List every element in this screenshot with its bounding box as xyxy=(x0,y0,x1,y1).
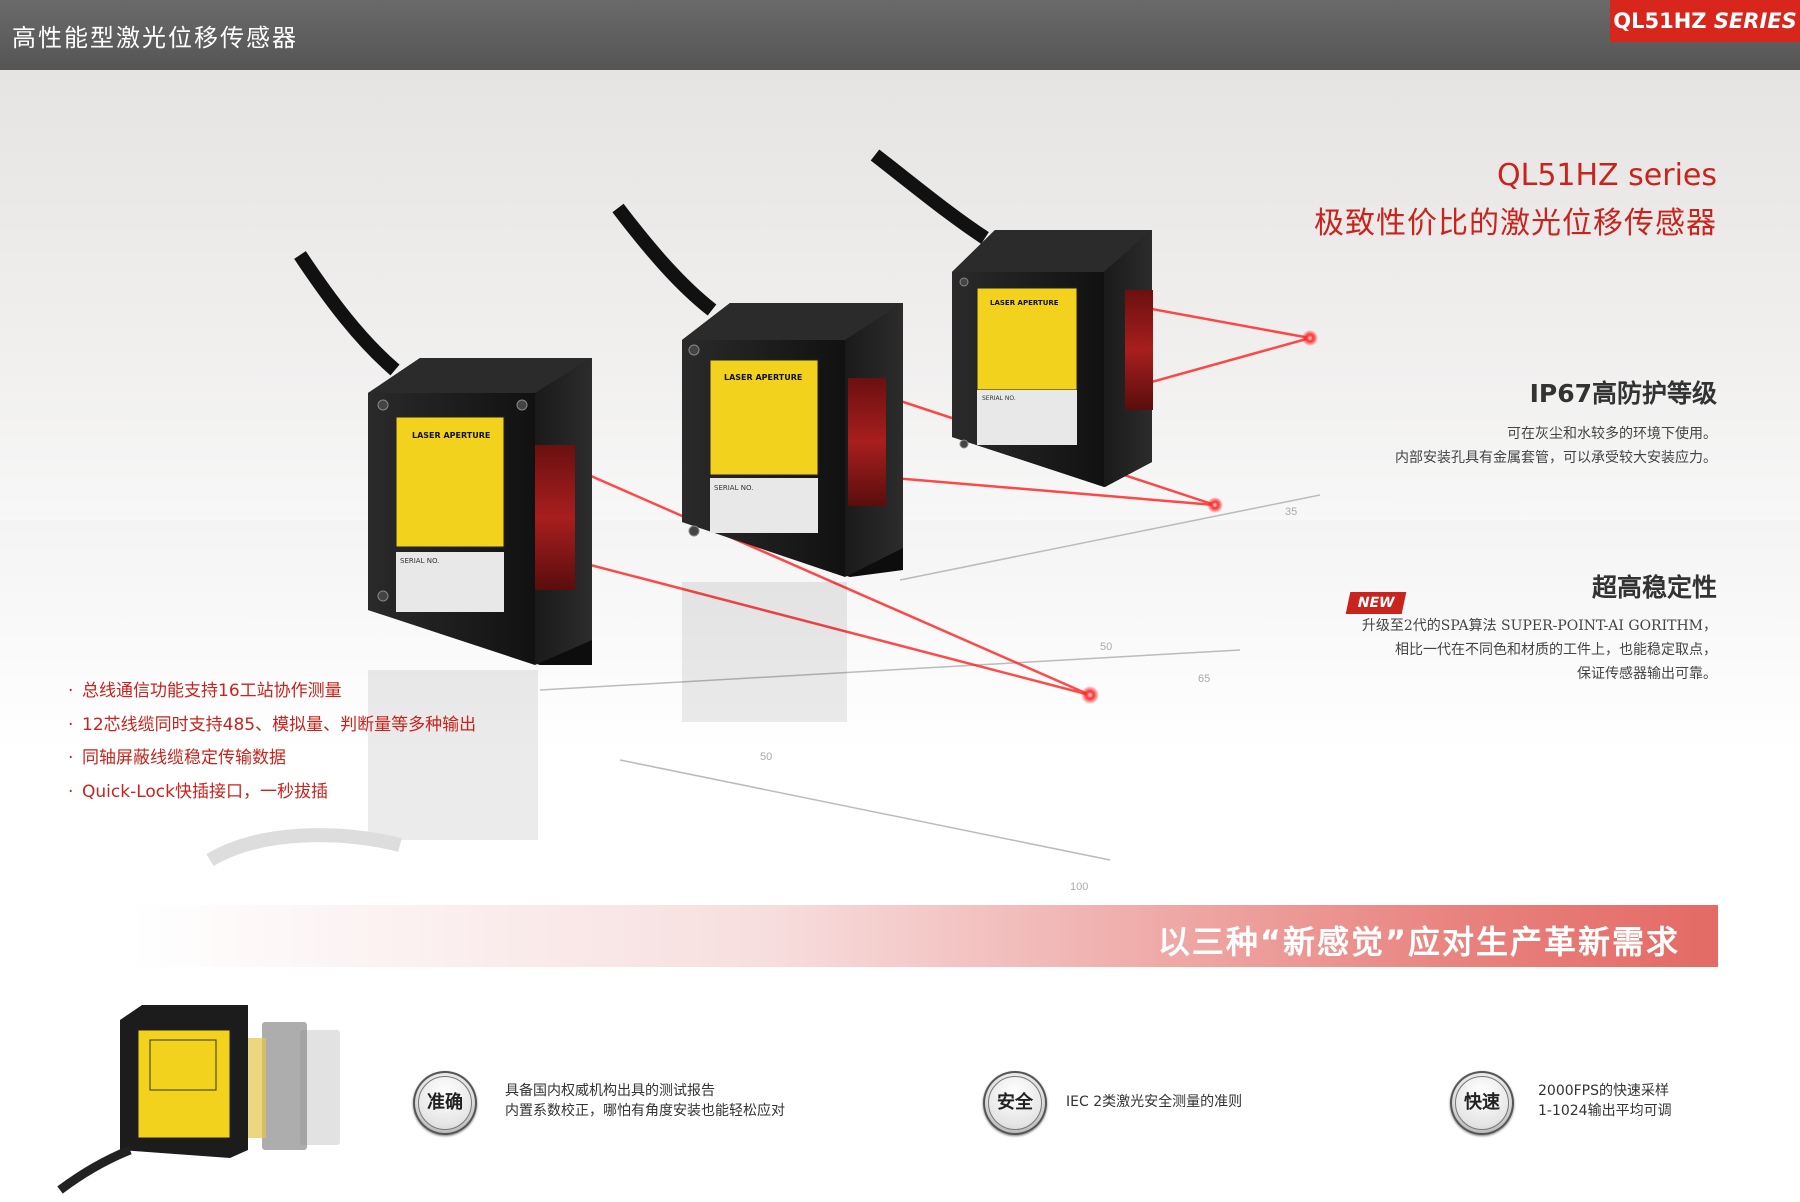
series-tag-main: QL51HZ xyxy=(1613,9,1707,33)
ruler-tick-label: 100 xyxy=(1070,881,1088,893)
ruler-tick-label: 50 xyxy=(1100,641,1112,653)
series-tag: QL51HZ SERIES xyxy=(1610,0,1800,42)
speed-description: 2000FPS的快速采样 1-1024输出平均可调 xyxy=(1538,1083,1672,1119)
sensor-reflection xyxy=(368,582,847,840)
laser-beams xyxy=(549,303,1311,697)
cable xyxy=(612,203,717,316)
bullet-item: ·同轴屏蔽线缆稳定传输数据 xyxy=(68,748,286,768)
ruler-tick-label: 65 xyxy=(1198,673,1210,685)
safety-description: IEC 2类激光安全测量的准则 xyxy=(1066,1094,1243,1110)
slogan-text: 以三种“新感觉”应对生产革新需求 xyxy=(1157,923,1680,961)
laser-spot xyxy=(1302,330,1318,346)
floor-background xyxy=(0,520,1800,910)
sensor-unit: LASER APERTURE SERIAL NO. xyxy=(952,230,1153,487)
bottom-sensor-group xyxy=(57,1005,340,1194)
sensor-serial-text: SERIAL NO. xyxy=(714,484,753,492)
page-title: 高性能型激光位移传感器 xyxy=(12,24,298,52)
cable xyxy=(294,251,400,376)
ruler-tick-label: 50 xyxy=(760,751,772,763)
measurement-ruler xyxy=(539,494,1321,861)
feature-line: 内部安装孔具有金属套管，可以承受较大安装应力。 xyxy=(1395,450,1717,466)
feature-ip67: IP67高防护等级 可在灰尘和水较多的环境下使用。 内部安装孔具有金属套管，可以… xyxy=(1395,374,1717,470)
feature-line: 保证传感器输出可靠。 xyxy=(1577,666,1717,682)
slogan-banner: 以三种“新感觉”应对生产革新需求 xyxy=(130,905,1718,967)
laser-spot xyxy=(1081,686,1099,704)
feature-bullet-list: ·总线通信功能支持16工站协作测量 ·12芯线缆同时支持485、模拟量、判断量等… xyxy=(68,676,476,810)
cable-reflection xyxy=(206,828,402,867)
sensor-unit: LASER APERTURE SERIAL NO. xyxy=(368,358,592,665)
cable xyxy=(870,149,989,244)
feature-line: 升级至2代的SPA算法 SUPER-POINT-AI GORITHM， xyxy=(1361,618,1717,634)
bullet-item: ·12芯线缆同时支持485、模拟量、判断量等多种输出 xyxy=(68,714,477,735)
bottom-sensor-cable xyxy=(57,1145,132,1194)
ruler-tick-labels: 50 65 50 100 35 xyxy=(760,506,1297,893)
feature-line: 相比一代在不同色和材质的工件上，也能稳定取点， xyxy=(1395,642,1717,658)
sensor-label-text: LASER APERTURE xyxy=(724,373,802,382)
bullet-item: ·Quick-Lock快插接口，一秒拔插 xyxy=(68,781,328,802)
feature-title: 超高稳定性 xyxy=(1591,573,1717,602)
sensor-label-text: LASER APERTURE xyxy=(990,299,1059,307)
top-header-bar: 高性能型激光位移传感器 QL51HZ SERIES xyxy=(0,0,1800,70)
ruler-tick-label: 35 xyxy=(1285,506,1297,518)
safety-badge: 安全 xyxy=(983,1071,1047,1135)
accuracy-badge: 准确 xyxy=(413,1071,477,1135)
feature-title: IP67高防护等级 xyxy=(1529,379,1717,408)
feature-line: 可在灰尘和水较多的环境下使用。 xyxy=(1507,426,1717,442)
product-name: QL51HZ series xyxy=(1497,158,1717,193)
feature-stability: 超高稳定性 升级至2代的SPA算法 SUPER-POINT-AI GORITHM… xyxy=(1362,568,1717,686)
accuracy-description: 具备国内权威机构出具的测试报告 内置系数校正，哪怕有角度安装也能轻松应对 xyxy=(505,1083,785,1119)
sensor-serial-text: SERIAL NO. xyxy=(982,395,1016,402)
product-subtitle: 极致性价比的激光位移传感器 xyxy=(1314,206,1717,241)
sensor-label-text: LASER APERTURE xyxy=(412,431,490,440)
sensor-serial-text: SERIAL NO. xyxy=(400,557,439,565)
sensor-unit: LASER APERTURE SERIAL NO. xyxy=(682,303,903,577)
series-tag-italic: SERIES xyxy=(1713,9,1797,33)
laser-spot xyxy=(1207,497,1223,513)
bullet-item: ·总线通信功能支持16工站协作测量 xyxy=(68,681,342,701)
speed-badge: 快速 xyxy=(1450,1071,1514,1135)
